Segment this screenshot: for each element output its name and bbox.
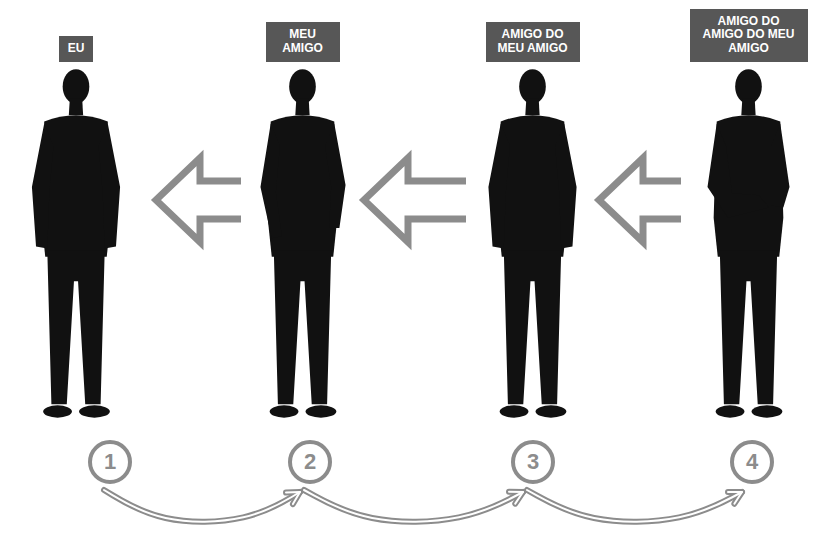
step-circle: 2 <box>288 440 332 484</box>
circle-ring <box>90 442 130 482</box>
hollow-arrow <box>364 158 466 242</box>
head <box>63 69 90 104</box>
head <box>519 69 546 104</box>
neck <box>525 99 539 115</box>
step-number: 4 <box>746 451 758 473</box>
circle-ring <box>732 442 772 482</box>
neck <box>741 99 755 115</box>
person-node: AMIGO DO AMIGO DO MEU AMIGO <box>685 0 812 435</box>
torso <box>498 115 568 256</box>
curve-line <box>104 490 300 522</box>
arrow-head <box>286 492 300 504</box>
shoe <box>79 405 110 417</box>
person-label: AMIGO DO MEU AMIGO <box>486 22 580 62</box>
curve-line <box>104 490 300 522</box>
neck <box>69 99 83 115</box>
circle-ring <box>513 442 553 482</box>
person-node: EU <box>0 0 152 435</box>
arm <box>99 123 121 248</box>
legs <box>720 251 777 405</box>
arrow-head <box>728 492 742 504</box>
head <box>289 69 316 104</box>
label-area: EU <box>0 0 152 64</box>
arm <box>771 123 789 207</box>
step-number: 2 <box>304 451 316 473</box>
curve-line <box>527 490 742 522</box>
circle-ring <box>290 442 330 482</box>
legs <box>274 251 331 405</box>
label-area: AMIGO DO AMIGO DO MEU AMIGO <box>685 0 812 64</box>
step-circle: 4 <box>730 440 774 484</box>
head <box>735 69 762 104</box>
arm <box>32 123 54 248</box>
step-number: 1 <box>104 451 116 473</box>
person-label: MEU AMIGO <box>266 22 340 62</box>
person-silhouette <box>685 64 812 433</box>
shoe <box>536 405 567 417</box>
arm <box>488 123 510 248</box>
arm <box>260 123 282 238</box>
neck <box>295 99 309 115</box>
shoe <box>500 405 529 417</box>
arrow-outline <box>364 158 466 242</box>
legs <box>47 251 104 405</box>
person-label: EU <box>59 36 94 62</box>
shoe <box>270 405 299 417</box>
curve-line <box>304 490 523 522</box>
person-node: AMIGO DO MEU AMIGO <box>470 0 595 435</box>
step-circle: 3 <box>511 440 555 484</box>
person-silhouette <box>245 64 360 433</box>
arm <box>325 123 346 228</box>
step-circle: 1 <box>88 440 132 484</box>
hollow-arrow <box>599 158 681 242</box>
label-area: MEU AMIGO <box>245 0 360 64</box>
torso <box>41 115 111 256</box>
person-silhouette <box>0 64 152 433</box>
curved-arrow <box>527 490 742 522</box>
legs <box>504 251 561 405</box>
curve-line <box>304 490 523 522</box>
shoe <box>306 405 337 417</box>
arm <box>555 123 577 248</box>
person-silhouette <box>470 64 595 433</box>
arrow-outline <box>599 158 681 242</box>
arrow-head <box>509 492 523 504</box>
shoe <box>716 405 745 417</box>
crossed-arms <box>708 123 770 217</box>
person-label: AMIGO DO AMIGO DO MEU AMIGO <box>690 9 808 62</box>
shoe <box>752 405 783 417</box>
label-area: AMIGO DO MEU AMIGO <box>470 0 595 64</box>
hollow-arrow <box>156 158 241 242</box>
person-node: MEU AMIGO <box>245 0 360 435</box>
arrow-outline <box>156 158 241 242</box>
curved-arrow <box>304 490 523 522</box>
curved-arrow <box>104 490 300 522</box>
step-number: 3 <box>527 451 539 473</box>
curve-line <box>527 490 742 522</box>
shoe <box>43 405 72 417</box>
